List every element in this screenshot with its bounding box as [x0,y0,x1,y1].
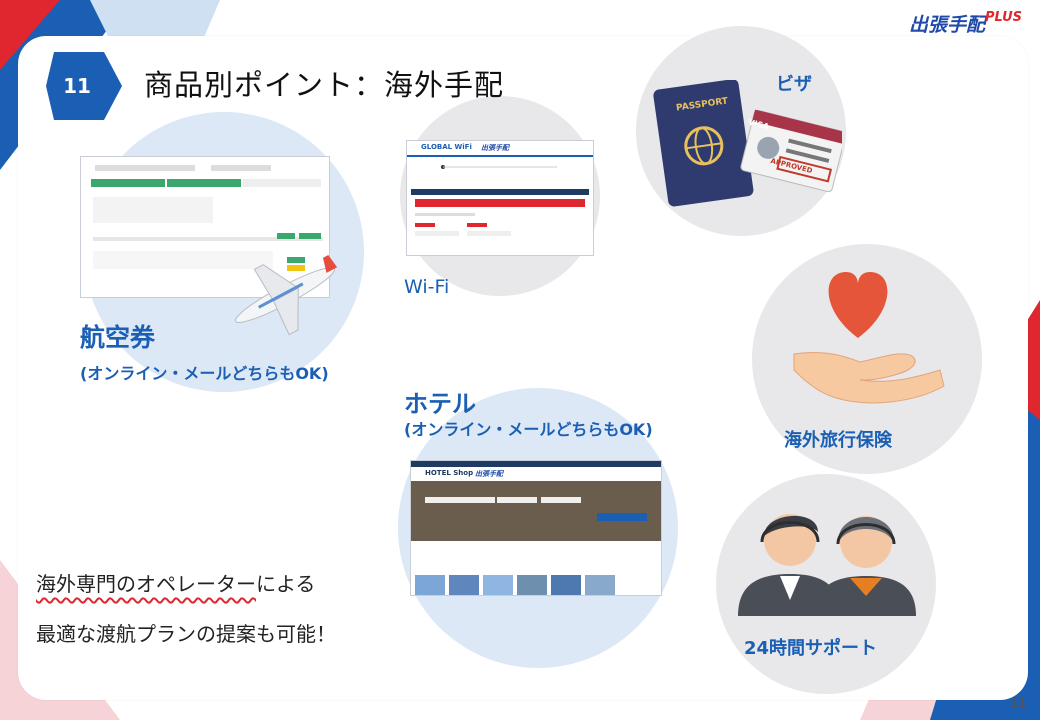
passport-visa-illustration [653,80,842,207]
slide-number: 11 [63,74,91,98]
hotel-note: (オンライン・メールどちらもOK) [404,420,653,439]
page-title: 商品別ポイント：海外手配 [144,68,505,102]
page-number: 11 [1010,696,1026,710]
wifi-brand: GLOBAL WiFi [421,143,472,151]
insurance-label: 海外旅行保険 [784,430,892,451]
flight-note: (オンライン・メールどちらもOK) [80,364,329,383]
support-label: 24時間サポート [744,638,878,659]
flight-label: 航空券 [80,323,156,352]
hotel-label: ホテル [404,390,476,418]
operators-icon [738,514,916,616]
visa-label: ビザ [776,74,812,95]
heart-hand-icon [793,272,945,404]
flight-screenshot [80,156,330,298]
wifi-screenshot: GLOBAL WiFi 出張手配 [406,140,594,256]
operator-text-line2: 最適な渡航プランの提案も可能！ [36,622,336,646]
operator-highlight: 海外専門のオペレーター [36,572,256,596]
slide-number-badge: 11 [46,52,122,120]
logo-plus: PLUS [984,10,1022,25]
wifi-label: Wi-Fi [404,276,450,298]
hotel-screenshot: HOTEL Shop 出張手配 [410,460,662,596]
hotel-partner: 出張手配 [475,470,503,478]
operator-text-line1: 海外専門のオペレーターによる [36,568,315,597]
operator-line1-rest: による [256,572,316,596]
hotel-brand: HOTEL Shop [425,469,474,477]
airplane-icon [234,254,338,336]
wifi-partner: 出張手配 [481,144,509,152]
logo-main: 出張手配 [908,14,985,36]
company-logo: 出張手配PLUS [909,10,1022,37]
